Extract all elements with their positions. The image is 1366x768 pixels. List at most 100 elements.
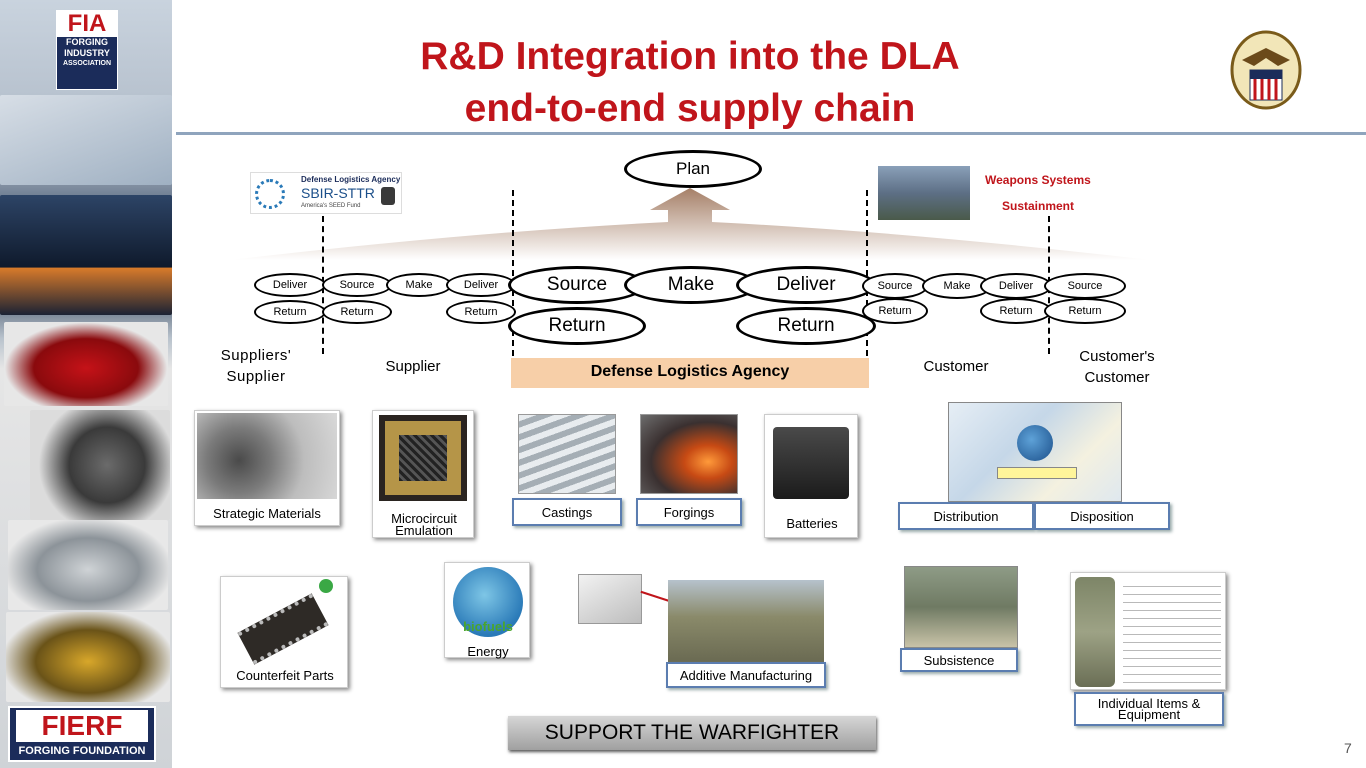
oval-source: Source [322,273,392,297]
oval-source: Source [1044,273,1126,299]
plan-label: Plan [675,159,711,178]
mining-truck-photo [6,612,170,702]
support-warfighter-banner: SUPPORT THE WARFIGHTER [508,716,876,750]
subsistence-caption: Subsistence [923,652,995,668]
fia-logo: FIA FORGING INDUSTRY ASSOCIATION [56,10,118,90]
sbir-agency-text: Defense Logistics Agency [301,175,401,184]
battery-icon [773,427,849,499]
individual-items-caption-box: Individual Items & Equipment [1074,692,1224,726]
supplier-label: Supplier [385,358,441,375]
microcircuit-caption: Microcircuit Emulation [391,511,457,538]
support-warfighter-text: SUPPORT THE WARFIGHTER [544,721,840,744]
strategic-materials-card: Strategic Materials [194,410,340,526]
suv-photo [8,520,168,610]
oval-label: Deliver [463,279,499,291]
biofuels-globe-icon [453,567,523,637]
dla-seal-icon [1228,30,1304,116]
distribution-caption-box: Distribution [898,502,1034,530]
suppliers-supplier-label: Suppliers' Supplier [220,347,292,385]
strategic-materials-photo [197,413,337,499]
title-divider [176,132,1366,135]
oval-label: Return [999,305,1033,317]
oval-label: Source [546,274,608,295]
forgings-caption: Forgings [663,504,715,520]
additive-part-photo [578,574,642,624]
forgings-photo [640,414,738,494]
additive-caption: Additive Manufacturing [679,667,813,683]
equipment-list-graphic [1123,579,1221,685]
oval-deliver: Deliver [736,266,876,304]
oval-label: Source [877,280,913,292]
microcircuit-chip-icon [379,415,467,501]
sbir-tagline-text: America's SEED Fund [301,203,361,209]
page-number: 7 [1344,740,1352,756]
dla-banner [997,467,1077,479]
subsistence-caption-box: Subsistence [900,648,1018,672]
subsistence-photo [904,566,1018,648]
oval-return: Return [1044,298,1126,324]
harrier-jet-photo [668,580,824,662]
oval-source: Source [508,266,646,304]
oval-label: Make [667,274,715,295]
dla-label: Defense Logistics Agency [590,363,790,380]
energy-card: biofuels Energy [444,562,530,658]
fierf-logo-text: FIERF [16,710,148,742]
counterfeit-card: Counterfeit Parts [220,576,348,688]
additive-caption-box: Additive Manufacturing [666,662,826,688]
disposition-caption-box: Disposition [1034,502,1170,530]
sustainment-label: Sustainment [1002,199,1075,213]
oval-label: Deliver [776,274,836,295]
energy-caption: Energy [467,644,509,659]
sbir-sttr-logo: Defense Logistics Agency SBIR-STTR Ameri… [250,172,402,214]
oval-label: Make [405,279,433,291]
oval-label: Return [1068,305,1102,317]
distribution-caption: Distribution [933,508,999,524]
castings-photo [518,414,616,494]
oval-return: Return [254,300,326,324]
distribution-infographic [948,402,1122,502]
oval-deliver: Deliver [446,273,516,297]
customers-customer-label: Customer's Customer [1079,348,1155,386]
individual-items-card [1070,572,1226,690]
sbir-name-text: SBIR-STTR [301,185,375,201]
customer-label: Customer [923,358,989,375]
batteries-card: Batteries [764,414,858,538]
oval-label: Return [464,306,498,318]
fia-logo-text: FORGING [66,37,108,47]
page-title-line-2: end-to-end supply chain [464,87,916,130]
soldier-photo [1075,577,1115,687]
oval-make: Make [922,273,992,299]
plan-to-dla-arrow [230,188,1150,260]
oval-return: Return [322,300,392,324]
batteries-caption: Batteries [786,516,838,531]
disposition-caption: Disposition [1070,508,1134,524]
red-car-photo [4,322,168,406]
seed-icon [381,187,395,205]
oval-label: Return [340,306,374,318]
strategic-materials-caption: Strategic Materials [213,506,321,521]
plan-oval: Plan [624,150,762,188]
forgings-caption-box: Forgings [636,498,742,526]
weapons-systems-label: Weapons Systems [985,173,1091,187]
weapons-systems-photo [878,166,970,220]
fierf-logo: FIERF FORGING FOUNDATION [8,706,156,762]
oval-label: Return [878,305,912,317]
castings-caption-box: Castings [512,498,622,526]
oval-label: Return [548,315,606,336]
castings-caption: Castings [541,504,593,520]
microcircuit-card: Microcircuit Emulation [372,410,474,538]
individual-items-caption: Individual Items & Equipment [1097,696,1201,722]
oval-return: Return [980,298,1052,324]
fia-logo-text: INDUSTRY [64,48,110,58]
oval-return: Return [508,307,646,345]
gear-part-photo [30,410,170,520]
oil-rig-photo [0,195,172,315]
dla-band [511,358,869,388]
oval-deliver: Deliver [254,273,326,297]
globe-icon [1017,425,1053,461]
oval-label: Return [777,315,835,336]
counterfeit-caption: Counterfeit Parts [236,668,334,683]
oval-make: Make [386,273,452,297]
oval-label: Source [339,279,375,291]
counterfeit-chip-icon [237,593,329,665]
